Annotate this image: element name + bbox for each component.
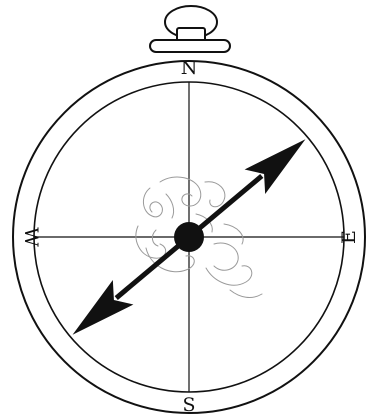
- north-label: N: [181, 57, 198, 79]
- pendant-crown: [150, 40, 230, 52]
- west-label: W: [20, 227, 42, 247]
- center-hub: [174, 222, 204, 252]
- pendant-ring: [150, 6, 230, 52]
- south-label: S: [182, 394, 195, 416]
- east-label: E: [338, 230, 360, 244]
